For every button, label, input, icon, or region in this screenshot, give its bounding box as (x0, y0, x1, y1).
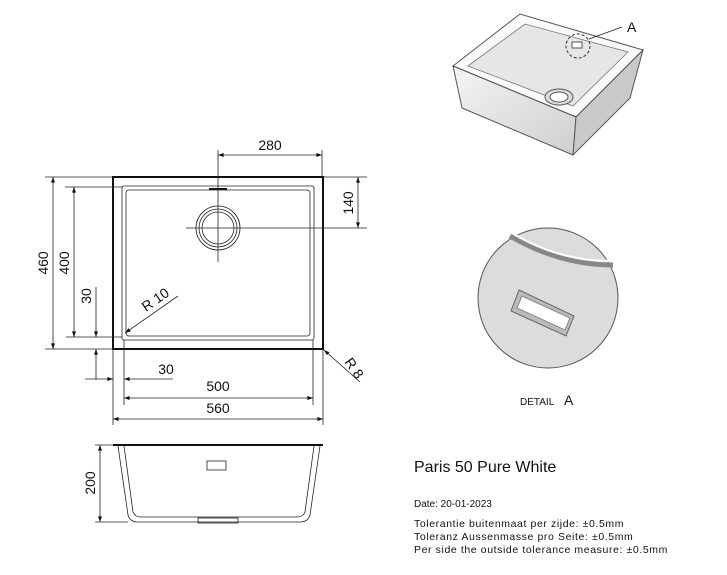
dim-inner-depth: 400 (56, 251, 72, 275)
dim-drain-offset-y: 140 (340, 191, 356, 215)
overflow-slot (206, 460, 227, 471)
dim-rim-left: 30 (158, 361, 174, 377)
dim-rim-bottom: 30 (78, 288, 94, 304)
tolerance-en: Per side the outside tolerance measure: … (414, 544, 668, 556)
drawing-date: Date: 20-01-2023 (414, 499, 492, 510)
dim-inner-width: 500 (206, 378, 230, 394)
tolerance-notes: Tolerantie buitenmaat per zijde: ±0.5mm … (414, 518, 668, 557)
tolerance-nl: Tolerantie buitenmaat per zijde: ±0.5mm (414, 518, 625, 530)
detail-callout-label: A (627, 19, 637, 35)
side-view: 200 (82, 444, 323, 524)
dim-inner-radius: R 10 (139, 284, 173, 314)
dim-outer-radius: R 8 (342, 355, 368, 382)
detail-label: DETAIL (520, 397, 555, 408)
dim-drain-offset-x: 280 (258, 137, 282, 153)
tolerance-de: Toleranz Aussenmasse pro Seite: ±0.5mm (414, 531, 634, 543)
product-title: Paris 50 Pure White (414, 459, 557, 476)
detail-label-letter: A (564, 392, 574, 408)
dim-outer-width: 560 (206, 400, 230, 416)
dim-outer-depth: 460 (35, 251, 51, 275)
dim-bowl-height: 200 (82, 471, 98, 495)
top-view: 280 140 460 400 30 R 10 R 8 30 500 560 (35, 137, 367, 425)
isometric-view: A (452, 13, 644, 157)
detail-view: DETAIL A (477, 227, 619, 408)
